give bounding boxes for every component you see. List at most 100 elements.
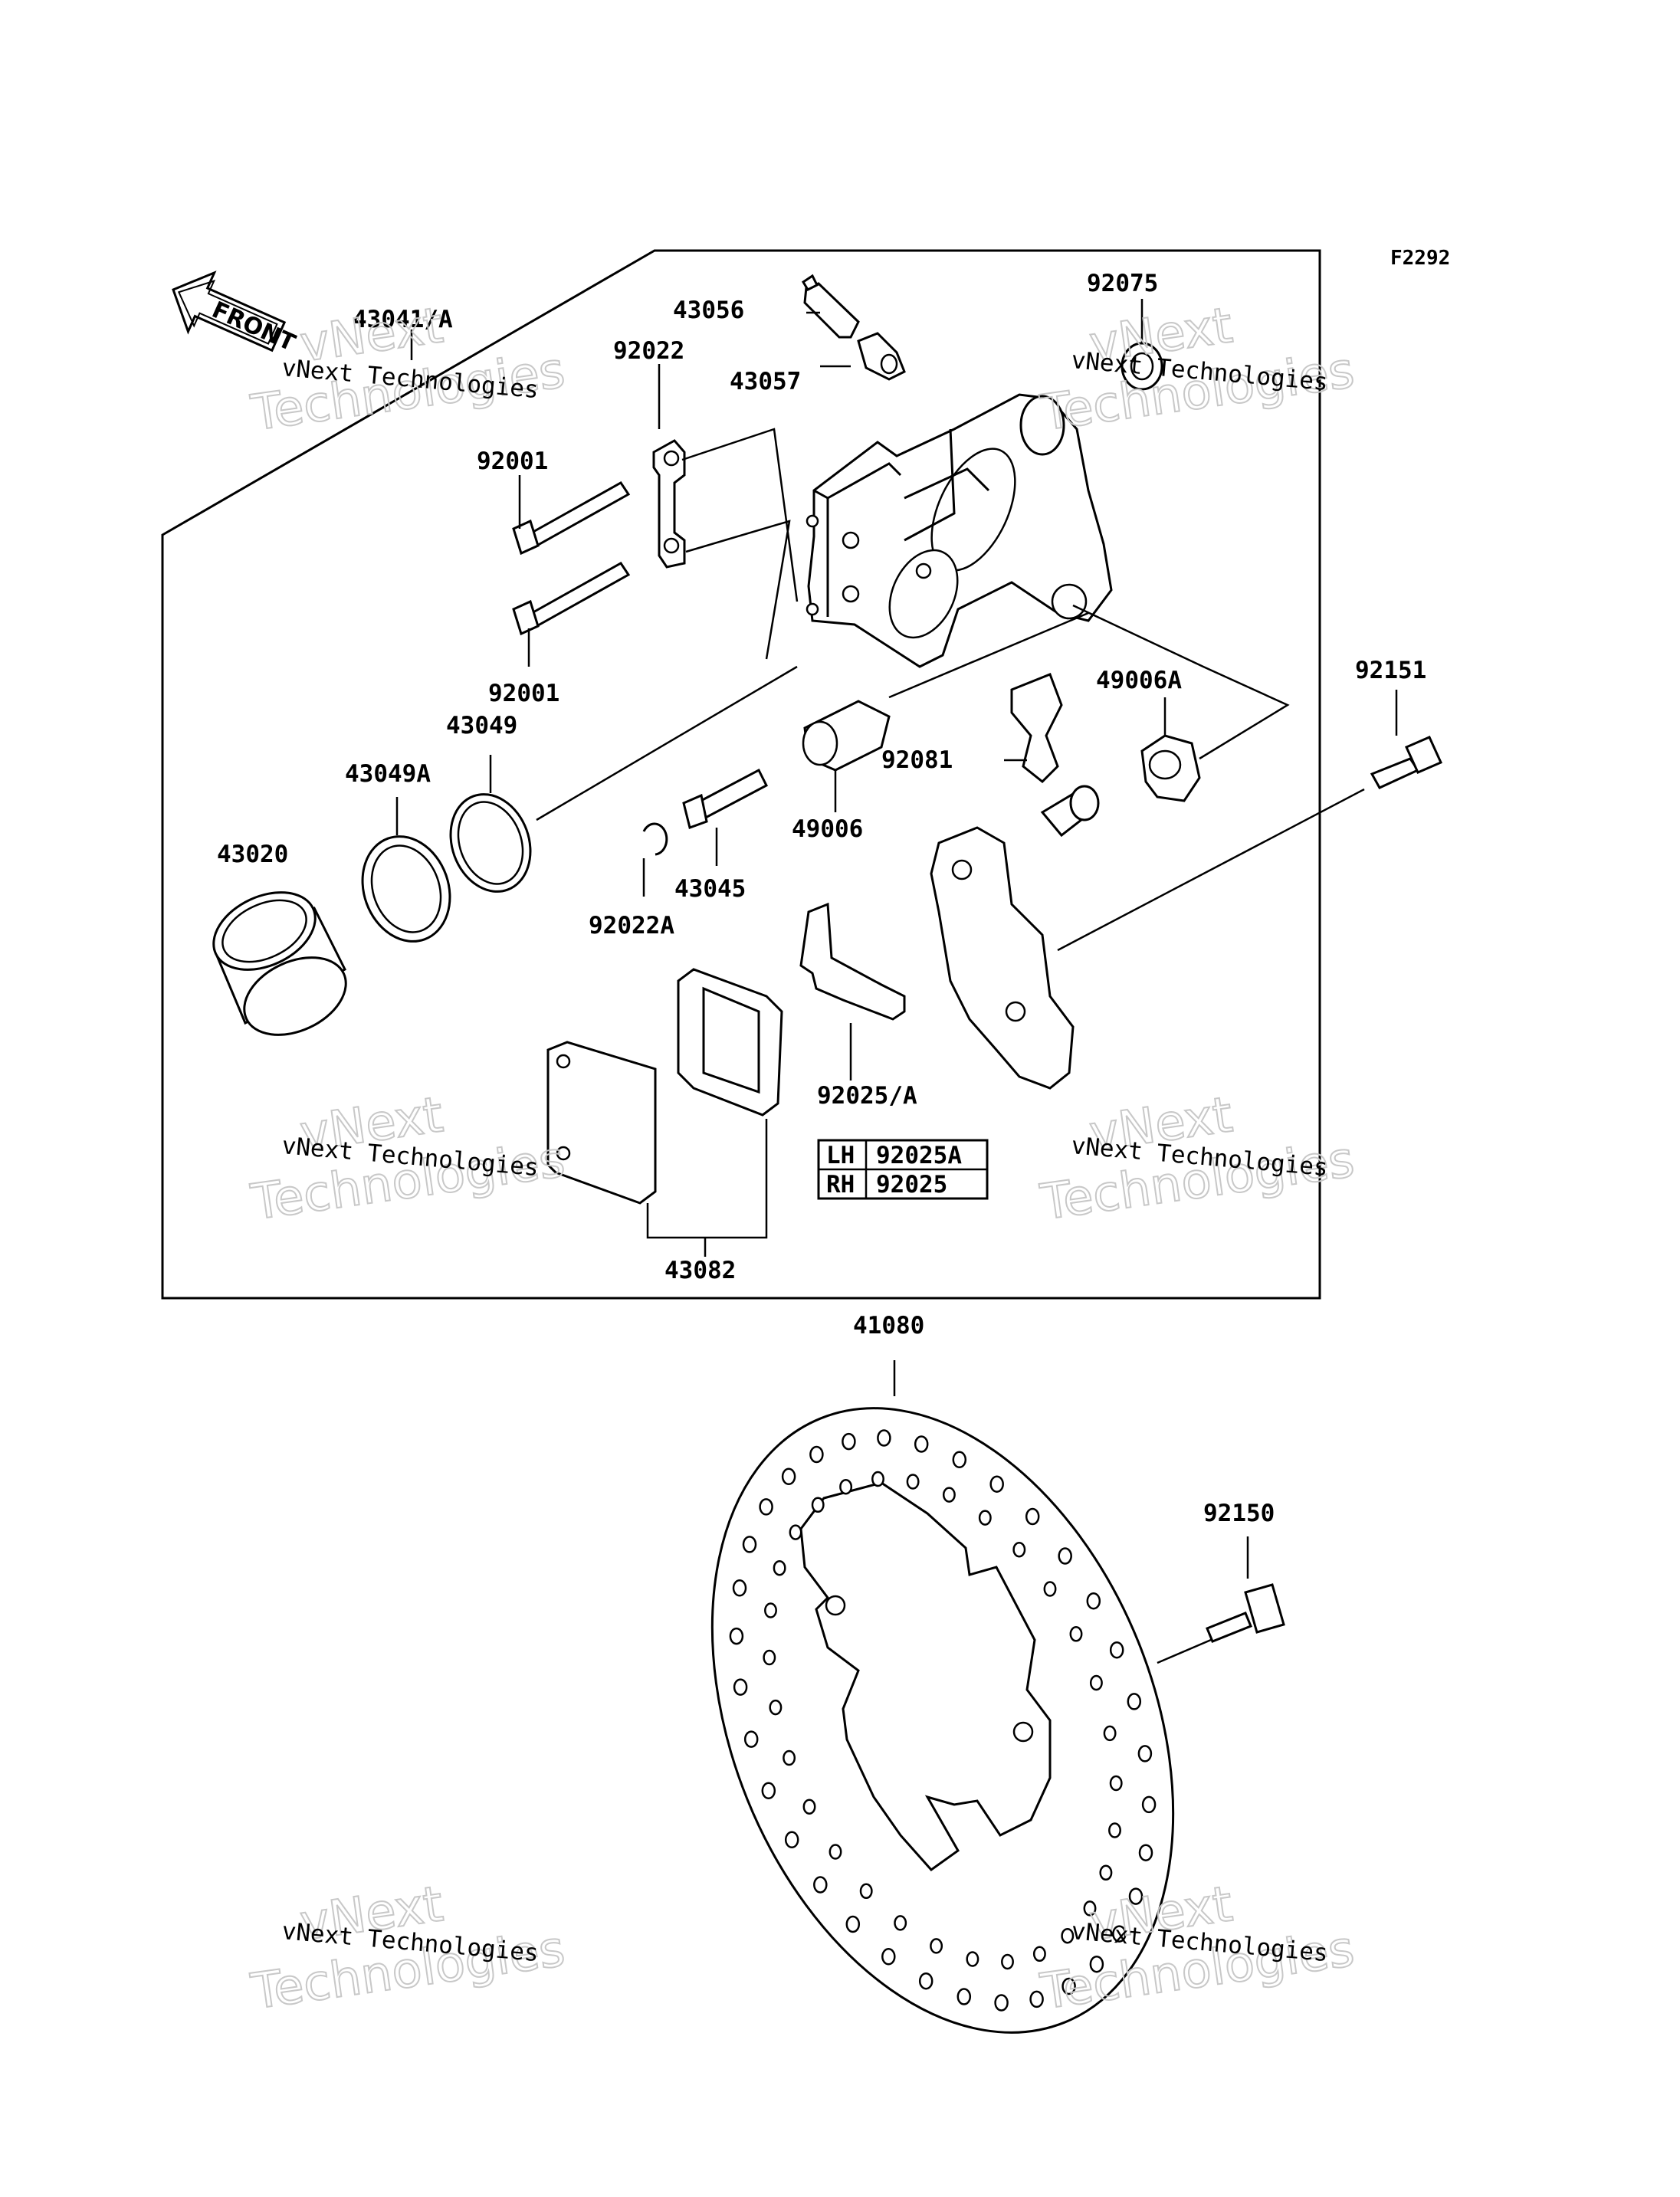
disc-vent-hole xyxy=(881,1948,896,1966)
disc-vent-hole xyxy=(956,1988,972,2005)
disc-vent-hole xyxy=(1086,1592,1101,1610)
bolt-lower xyxy=(512,562,631,636)
disc-vent-hole xyxy=(1061,1927,1075,1944)
disc-vent-hole xyxy=(1112,1925,1127,1943)
disc-vent-hole xyxy=(1061,1977,1076,1995)
disc-vent-hole xyxy=(871,1471,884,1487)
disc-vent-hole xyxy=(729,1627,744,1645)
disc-vent-hole xyxy=(761,1782,776,1800)
side-table: LH 92025A RH 92025 xyxy=(817,1139,989,1200)
disc-vent-hole xyxy=(894,1915,907,1931)
disc-vent-hole xyxy=(763,1649,776,1666)
label-43056: 43056 xyxy=(673,297,744,324)
label-92001-lower: 92001 xyxy=(488,680,559,707)
disc-vent-hole xyxy=(839,1478,853,1495)
slide-pin xyxy=(802,700,891,772)
disc-vent-hole xyxy=(845,1915,861,1933)
disc-holes xyxy=(729,1429,1157,2012)
caliper-bracket xyxy=(930,785,1100,1090)
disc-vent-hole xyxy=(1089,1674,1103,1691)
label-43041A: 43041/A xyxy=(353,306,453,333)
label-43049: 43049 xyxy=(446,712,517,739)
disc-vent-hole xyxy=(966,1951,979,1967)
label-92001-upper: 92001 xyxy=(477,448,548,475)
disc-vent-hole xyxy=(784,1831,799,1849)
label-43045: 43045 xyxy=(674,875,746,903)
label-49006A: 49006A xyxy=(1096,667,1182,694)
label-41080: 41080 xyxy=(853,1312,924,1340)
assembly-frame xyxy=(161,249,1321,1300)
bolt-92151 xyxy=(1370,736,1442,789)
disc-vent-hole xyxy=(732,1579,747,1597)
seal-inner xyxy=(361,835,451,943)
brake-disc xyxy=(710,1407,1175,2034)
bolt-upper xyxy=(512,481,631,556)
disc-vent-hole xyxy=(1029,1990,1044,2008)
disc-vent-hole xyxy=(994,1994,1009,2012)
disc-vent-hole xyxy=(842,1432,856,1451)
disc-vent-hole xyxy=(742,1536,757,1553)
label-92081: 92081 xyxy=(881,746,953,774)
disc-vent-hole xyxy=(1108,1822,1121,1838)
disc-vent-hole xyxy=(1001,1953,1014,1970)
disc-vent-hole xyxy=(1103,1725,1117,1742)
bleeder-cap xyxy=(857,332,906,381)
pin-plate xyxy=(652,439,686,569)
disc-vent-hole xyxy=(1069,1626,1083,1642)
disc-vent-hole xyxy=(942,1487,956,1503)
disc-vent-hole xyxy=(989,1475,1004,1493)
disc-vent-hole xyxy=(1012,1541,1026,1558)
disc-vent-hole xyxy=(914,1435,929,1453)
disc-vent-hole xyxy=(783,1749,796,1766)
disc-vent-hole xyxy=(906,1474,920,1490)
disc-vent-hole xyxy=(764,1602,777,1618)
disc-vent-hole xyxy=(811,1497,825,1513)
disc-vent-hole xyxy=(1032,1946,1046,1963)
disc-vent-hole xyxy=(773,1559,786,1576)
disc-vent-hole xyxy=(789,1524,802,1540)
disc-vent-hole xyxy=(1137,1745,1153,1763)
disc-vent-hole xyxy=(1043,1581,1057,1597)
pin-sleeve-a xyxy=(1140,734,1201,802)
disc-vent-hole xyxy=(1128,1887,1144,1905)
bleeder-valve xyxy=(801,274,860,339)
table-side-lh: LH xyxy=(826,1142,855,1169)
disc-vent-hole xyxy=(1025,1507,1040,1526)
disc-vent-hole xyxy=(918,1972,934,1990)
disc-vent-hole xyxy=(802,1799,816,1815)
caliper-pin xyxy=(682,768,768,829)
disc-vent-hole xyxy=(813,1876,828,1894)
diagram-code: F2292 xyxy=(1390,247,1450,270)
disc-vent-hole xyxy=(952,1451,967,1469)
label-92025A: 92025/A xyxy=(817,1082,917,1110)
front-label: FRONT xyxy=(208,297,299,357)
disc-vent-hole xyxy=(1089,1955,1104,1973)
disc-vent-hole xyxy=(1099,1864,1113,1881)
table-part-lh: 92025A xyxy=(876,1142,962,1169)
disc-vent-hole xyxy=(1058,1547,1072,1565)
disc-vent-hole xyxy=(859,1883,873,1900)
brake-pad-rear xyxy=(677,968,783,1117)
disc-bolt xyxy=(1206,1583,1285,1643)
pad-shim xyxy=(799,902,906,1021)
disc-vent-hole xyxy=(769,1699,783,1716)
table-part-rh: 92025 xyxy=(876,1171,947,1199)
label-49006: 49006 xyxy=(792,815,863,843)
label-92075: 92075 xyxy=(1087,270,1158,297)
pad-spring xyxy=(1010,673,1063,784)
label-92151: 92151 xyxy=(1355,657,1426,684)
boot xyxy=(1121,342,1163,391)
disc-vent-hole xyxy=(1141,1795,1157,1814)
piston xyxy=(212,891,347,1036)
label-92022: 92022 xyxy=(613,337,684,365)
label-43082: 43082 xyxy=(664,1257,736,1284)
disc-vent-hole xyxy=(829,1844,842,1860)
disc-vent-hole xyxy=(1083,1900,1097,1917)
disc-vent-hole xyxy=(809,1445,824,1464)
label-43020: 43020 xyxy=(217,841,288,868)
label-43049A: 43049A xyxy=(345,760,431,788)
disc-vent-hole xyxy=(978,1510,992,1526)
disc-vent-hole xyxy=(733,1678,748,1696)
table-side-rh: RH xyxy=(826,1171,855,1199)
disc-vent-hole xyxy=(759,1498,773,1516)
